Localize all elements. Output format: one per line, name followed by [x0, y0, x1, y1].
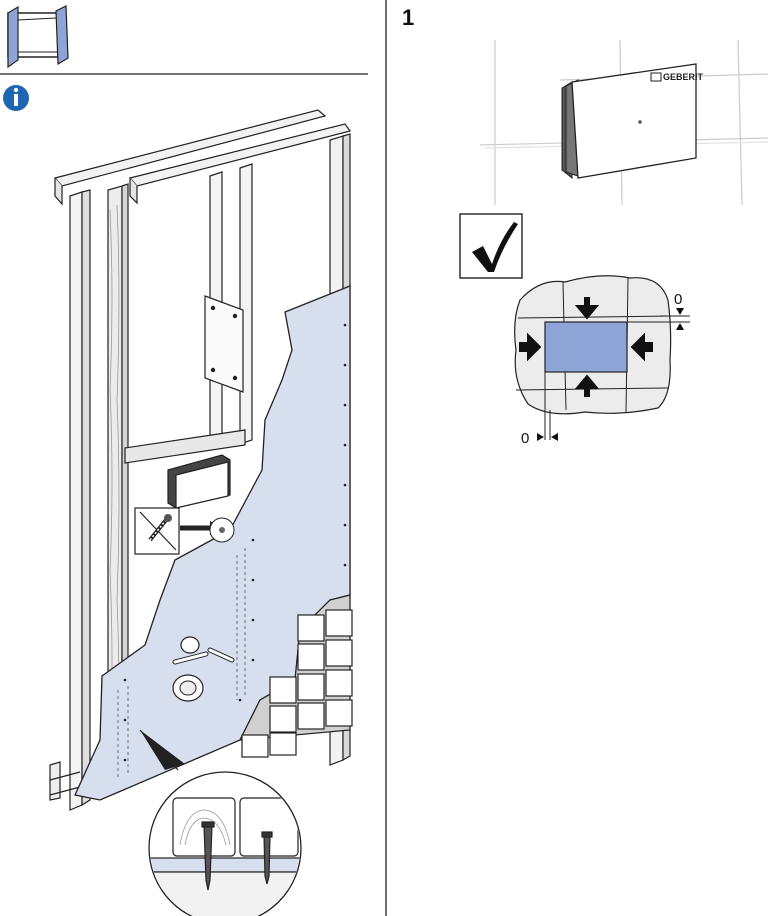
info-icon [3, 85, 29, 111]
cover-brand-label: GEBERIT [663, 72, 704, 82]
packaging-frame-icon [8, 6, 68, 67]
step-number: 1 [402, 5, 414, 30]
checkmark-icon [460, 214, 522, 278]
gap-side-label: 0 [521, 430, 529, 447]
alignment-detail [515, 276, 690, 441]
cover-plate: GEBERIT [562, 64, 704, 178]
gap-top-label: 0 [674, 291, 682, 308]
board-detail-magnifier [140, 730, 310, 916]
